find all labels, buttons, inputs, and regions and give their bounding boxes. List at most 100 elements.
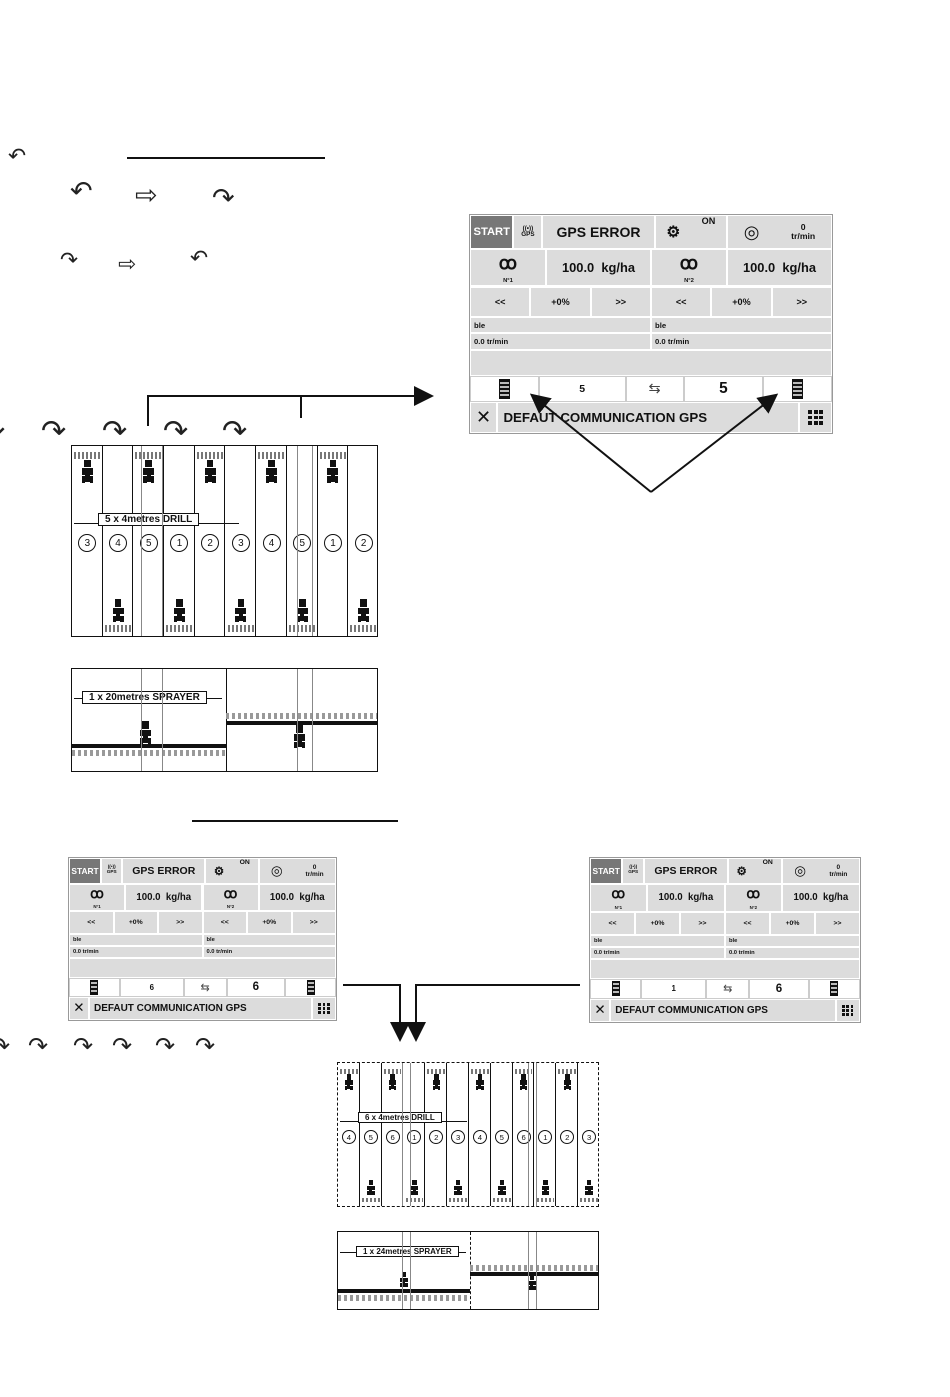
- tramline-guide: [312, 446, 313, 636]
- tramline-guide: [402, 1232, 403, 1309]
- gps-label: GPS: [628, 869, 639, 875]
- pass-number: 2: [354, 534, 373, 552]
- meter-1-percent-button[interactable]: +0%: [635, 911, 680, 935]
- menu-grid-button[interactable]: [835, 998, 860, 1022]
- tractor-icon: [432, 1074, 440, 1091]
- connector-bottom-right: [406, 984, 580, 1042]
- uturn-icon: ⇆: [723, 983, 733, 996]
- meter-1-rate-row: ꝏ N°1 100.0 kg/ha: [470, 249, 651, 287]
- connector-field-to-screen: [147, 386, 434, 426]
- tramline-uturn-button[interactable]: ⇆: [183, 977, 227, 997]
- meter-2-decrease-button[interactable]: <<: [725, 911, 770, 935]
- seed-dots: [383, 1069, 402, 1074]
- seed-dots: [558, 1069, 577, 1074]
- sprayer-tractor-icon: [294, 725, 305, 749]
- meter-2-rpm-row: 0.0 tr/min: [725, 947, 860, 960]
- meter-1-name: N°1: [503, 278, 513, 285]
- meter-1-rpm-cell: 0.0 tr/min: [590, 947, 725, 960]
- meter-1-rpm-cell: 0.0 tr/min: [69, 945, 203, 959]
- start-button[interactable]: START: [470, 215, 514, 250]
- menu-grid-button[interactable]: [799, 402, 832, 433]
- tractor-icon: [476, 1074, 484, 1091]
- tractor-icon: [358, 599, 370, 623]
- meter-2-icon: ꝏ: [746, 886, 761, 902]
- meter-1-increase-button[interactable]: >>: [158, 911, 203, 934]
- meter-1-percent-button[interactable]: +0%: [530, 286, 591, 318]
- tramline-guide: [141, 446, 142, 636]
- meter-1-adjust-row: << +0% >>: [470, 286, 651, 318]
- drill-strip: [226, 446, 257, 636]
- meter-1-select[interactable]: ꝏ N°1: [470, 249, 547, 287]
- tramline-right-tire-button[interactable]: [808, 979, 860, 999]
- turn-arrow-icon: ↶: [190, 246, 209, 271]
- tramline-guide: [162, 446, 163, 636]
- meter-2-percent-button[interactable]: +0%: [247, 911, 292, 934]
- meter-1-increase-button[interactable]: >>: [680, 911, 725, 935]
- meter-2-rpm-cell: 0.0 tr/min: [202, 945, 336, 959]
- sprayer-boom-left: [338, 1288, 470, 1293]
- meter-2-decrease-button[interactable]: <<: [651, 286, 712, 318]
- tractor-icon: [454, 1179, 462, 1197]
- alarm-dismiss-button[interactable]: ✕: [69, 996, 90, 1020]
- tramline-right-tire-button[interactable]: [763, 375, 832, 403]
- grid-menu-icon: [808, 409, 824, 426]
- tramline-left-tire-button[interactable]: [470, 375, 539, 403]
- meter-1-select[interactable]: ꝏ N°1: [69, 883, 126, 912]
- machine-state-toggle[interactable]: ⚙ ON: [654, 215, 727, 250]
- meter-2-increase-button[interactable]: >>: [815, 911, 860, 935]
- alarm-message: DEFAUT COMMUNICATION GPS: [610, 998, 836, 1022]
- meter-1-increase-button[interactable]: >>: [590, 286, 651, 318]
- tramline-left-tire-button[interactable]: [69, 977, 120, 997]
- tramline-right-tire-button[interactable]: [285, 977, 336, 997]
- machine-state-toggle[interactable]: ⚙ ON: [727, 858, 782, 884]
- blank-area: [69, 958, 336, 978]
- meter-2-rpm-row: 0.0 tr/min: [651, 333, 832, 350]
- menu-grid-button[interactable]: [311, 996, 336, 1020]
- gps-status: ((•))GPS: [622, 858, 644, 884]
- meter-2-rpm-cell: 0.0 tr/min: [725, 947, 860, 960]
- machine-on-label: ON: [762, 859, 773, 866]
- meter-1-adjust-row: << +0% >>: [590, 911, 725, 935]
- machine-state-toggle[interactable]: ⚙ ON: [205, 858, 259, 884]
- machine-icon: ⚙: [736, 865, 747, 878]
- meter-2-rpm: 0.0 tr/min: [655, 337, 690, 347]
- tramline-uturn-button[interactable]: ⇆: [625, 375, 684, 403]
- tramline-uturn-button[interactable]: ⇆: [706, 979, 750, 999]
- meter-1-select[interactable]: ꝏ N°1: [590, 883, 647, 912]
- drill-strip: [195, 446, 226, 636]
- drill-strip: [425, 1063, 448, 1206]
- start-button[interactable]: START: [590, 858, 623, 884]
- meter-2-increase-button[interactable]: >>: [771, 286, 832, 318]
- tire-left-icon: [90, 979, 99, 995]
- pass-number: 3: [582, 1130, 597, 1144]
- meter-1-decrease-button[interactable]: <<: [470, 286, 531, 318]
- spray-pattern-left: [72, 749, 226, 756]
- meter-1-icon: ꝏ: [90, 885, 104, 901]
- meter-1-product: ble: [594, 937, 603, 944]
- fan-speed-value: 0: [800, 221, 806, 232]
- pass-number: 3: [231, 534, 250, 552]
- start-button[interactable]: START: [69, 858, 102, 884]
- drill-strip: [318, 446, 349, 636]
- tramline-left-tire-button[interactable]: [590, 979, 642, 999]
- meter-2-percent-button[interactable]: +0%: [770, 911, 815, 935]
- tractor-icon: [345, 1074, 353, 1091]
- meter-1-percent-button[interactable]: +0%: [113, 911, 158, 934]
- meter-1-decrease-button[interactable]: <<: [69, 911, 114, 934]
- meter-2-select[interactable]: ꝏ N°2: [202, 883, 259, 912]
- meter-1-rate: 100.0 kg/ha: [125, 883, 203, 912]
- grid-menu-icon: [842, 1004, 854, 1016]
- alarm-dismiss-button[interactable]: ✕: [470, 402, 498, 433]
- screen-blank-row: [470, 349, 832, 376]
- meter-2-decrease-button[interactable]: <<: [202, 911, 247, 934]
- meter-2-select[interactable]: ꝏ N°2: [725, 883, 782, 912]
- alarm-dismiss-button[interactable]: ✕: [590, 998, 611, 1022]
- meter-1-decrease-button[interactable]: <<: [590, 911, 635, 935]
- alarm-row: ✕ DEFAUT COMMUNICATION GPS: [590, 998, 860, 1022]
- meter-2-percent-button[interactable]: +0%: [711, 286, 772, 318]
- meter-2-name: N°2: [749, 904, 758, 910]
- sprayer-tractor-icon: [528, 1274, 536, 1292]
- screen-top-bar: START ((•))GPS GPS ERROR ⚙ ON ◎ 0 tr/min: [69, 858, 336, 884]
- meter-2-increase-button[interactable]: >>: [291, 911, 336, 934]
- meter-2-select[interactable]: ꝏ N°2: [651, 249, 728, 287]
